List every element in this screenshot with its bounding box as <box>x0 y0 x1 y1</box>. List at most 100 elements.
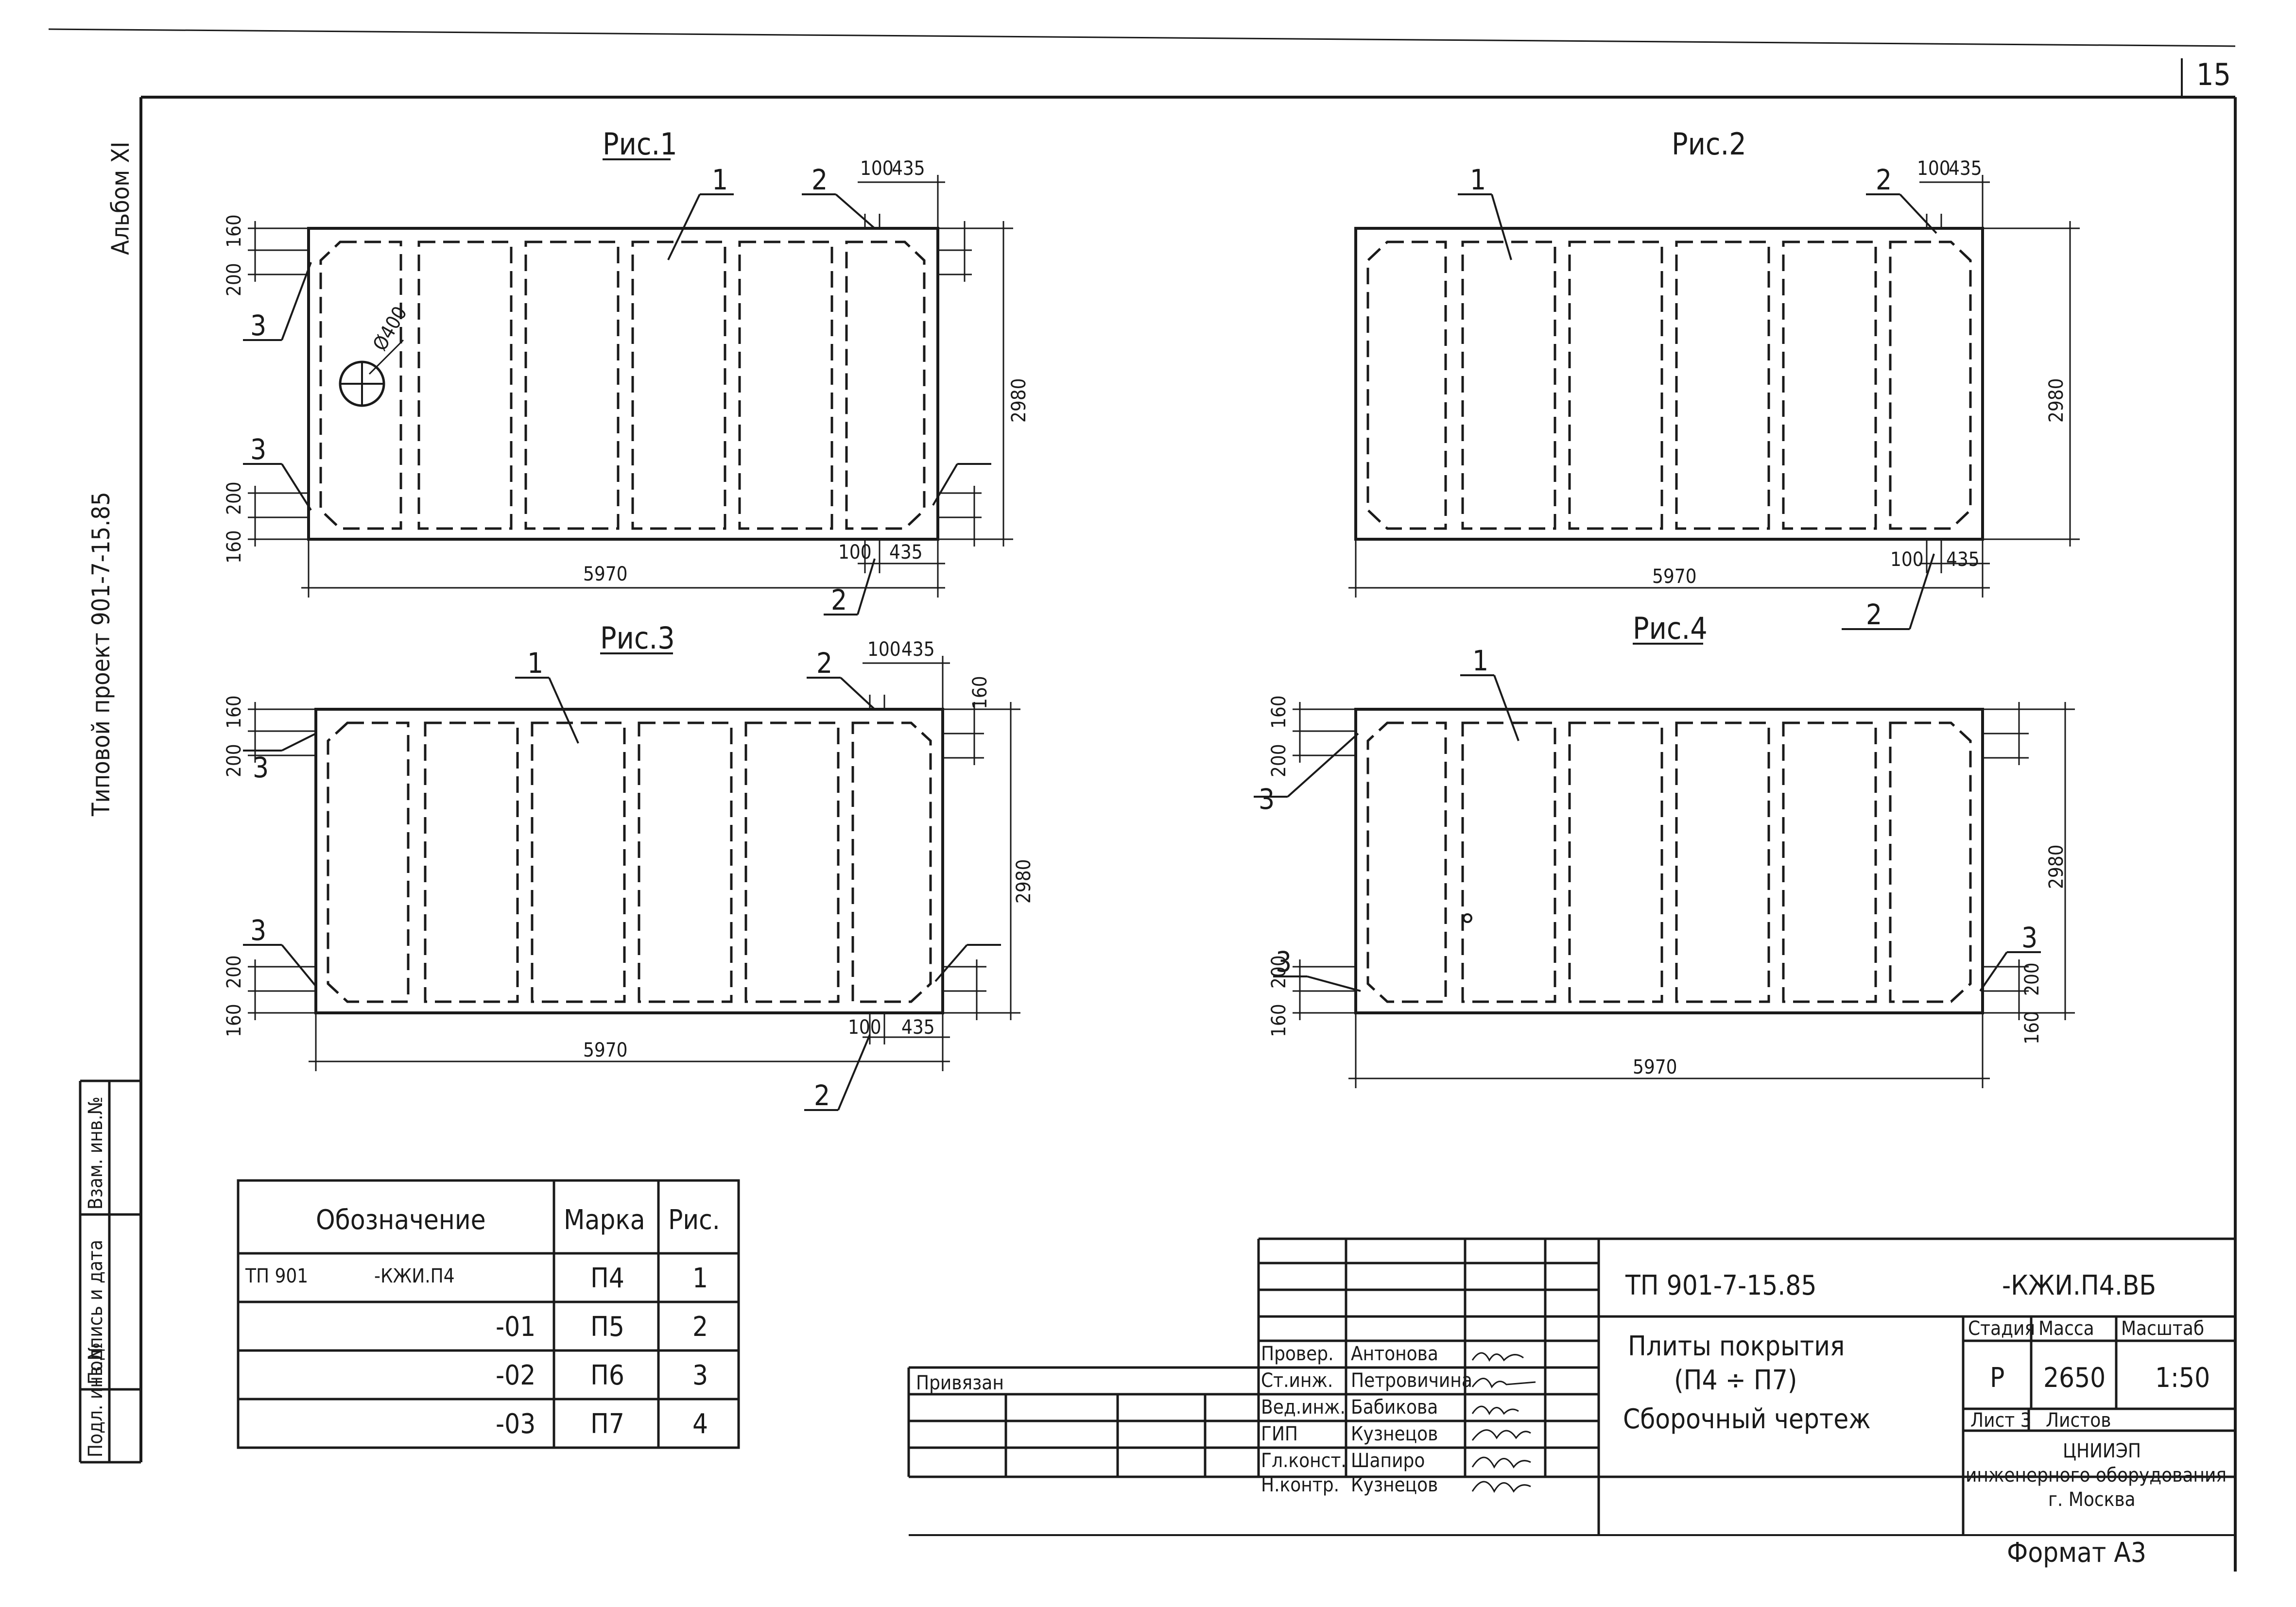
figure-3-callout-2: 2 <box>816 647 832 680</box>
role-4: ГИП <box>1261 1423 1298 1445</box>
figure-2-dim-435-bottom: 435 <box>1946 548 1980 571</box>
doc-code: ТП 901-7-15.85 <box>1625 1270 1816 1301</box>
spec-row-4-mark: П7 <box>590 1408 624 1440</box>
title-line-2: (П4 ÷ П7) <box>1674 1365 1797 1396</box>
figure-2-callout-1: 1 <box>1470 163 1486 196</box>
sheets-label: Листов <box>2046 1409 2111 1432</box>
stage-header: Стадия <box>1968 1317 2035 1340</box>
figure-2: Рис.2 5970 2980 100 435 <box>1348 126 2080 631</box>
spec-header-mark: Марка <box>564 1204 645 1236</box>
figure-4-callout-1: 1 <box>1472 644 1488 677</box>
figure-2-ribs <box>1366 240 1972 530</box>
table-row: -01 П5 2 <box>496 1311 708 1343</box>
figure-2-callout-2: 2 <box>1876 163 1892 196</box>
spec-row-2-fig: 2 <box>692 1311 708 1343</box>
figure-3-dim-160-low: 160 <box>223 1004 245 1037</box>
figure-4-title: Рис.4 <box>1633 611 1708 646</box>
figure-4-dim-160-right: 160 <box>2021 1011 2043 1044</box>
figure-2-callout-2-bottom: 2 <box>1866 598 1882 631</box>
figure-2-dim-100: 100 <box>1917 157 1951 180</box>
figure-1-dim-200-low: 200 <box>223 481 245 515</box>
spec-row-1-prefix: ТП 901 <box>245 1265 308 1287</box>
figure-2-height: 2980 <box>2045 378 2068 423</box>
figure-3-slab-outline <box>314 708 944 1014</box>
figure-4-callout-3-bottom: 3 <box>1276 945 1292 978</box>
spec-row-3-fig: 3 <box>692 1360 708 1391</box>
figure-4: Рис.4 <box>1254 611 2075 1088</box>
role-2: Ст.инж. <box>1261 1369 1333 1392</box>
figure-1-slab-outline <box>307 227 939 541</box>
figure-2-width: 5970 <box>1652 565 1697 588</box>
figure-4-dim-160-low: 160 <box>1268 1004 1290 1037</box>
title-line-1: Плиты покрытия <box>1628 1331 1845 1362</box>
figure-3-callout-2-bottom: 2 <box>814 1079 830 1112</box>
role-3: Вед.инж. <box>1261 1396 1346 1419</box>
role-1: Провер. <box>1261 1343 1334 1365</box>
spec-row-2-designation: -01 <box>496 1311 535 1343</box>
table-row: -02 П6 3 <box>496 1360 708 1391</box>
sheet-frame <box>48 28 2237 1572</box>
margin-stamp-box <box>79 1079 142 1464</box>
org-line-1: ЦНИИЭП <box>2063 1440 2141 1462</box>
figure-3-dim-lines <box>248 656 1020 1071</box>
figure-1-callout-2-bottom: 2 <box>831 583 847 616</box>
figure-1-leaders <box>243 193 991 615</box>
figure-3: Рис.3 <box>223 620 1035 1112</box>
figure-3-dim-200-low: 200 <box>223 955 245 989</box>
doc-suffix: -КЖИ.П4.ВБ <box>2002 1270 2156 1301</box>
figure-4-dim-200: 200 <box>1268 744 1290 777</box>
org-line-3: г. Москва <box>2048 1488 2136 1511</box>
figure-4-dim-lines <box>1293 702 2075 1088</box>
figure-4-dim-200-low: 200 <box>1268 955 1290 989</box>
org-line-2: инженерного оборудования <box>1966 1464 2227 1487</box>
spec-row-1-mark: П4 <box>590 1263 624 1294</box>
figure-3-callout-3-bottom: 3 <box>250 914 266 947</box>
figure-1-dim-200: 200 <box>223 263 245 296</box>
spec-table: Обозначение Марка Рис. ТП 901 -КЖИ.П4 П4… <box>237 1179 740 1449</box>
figure-3-height: 2980 <box>1013 859 1035 904</box>
figure-4-callout-3-right: 3 <box>2021 921 2037 954</box>
mass-header: Масса <box>2038 1317 2094 1340</box>
figure-2-dim-100-bottom: 100 <box>1890 548 1924 571</box>
scale-header: Масштаб <box>2121 1317 2204 1340</box>
album-label: Альбом XI <box>106 141 135 255</box>
figure-2-dim-435: 435 <box>1949 157 1982 180</box>
name-1: Антонова <box>1351 1343 1438 1365</box>
figure-3-dim-160: 160 <box>223 695 245 729</box>
title-block: Привязан Провер. Антонова Ст.инж. Петров… <box>907 1237 2235 1569</box>
figure-4-ribs <box>1366 721 1972 1003</box>
project-label: Типовой проект 901-7-15.85 <box>87 492 115 817</box>
page-number-box: 15 <box>2181 57 2231 97</box>
figure-1-callout-3-top: 3 <box>250 309 266 342</box>
figure-1-callout-1: 1 <box>712 163 728 196</box>
figure-2-title: Рис.2 <box>1672 126 1746 162</box>
bound-label: Привязан <box>916 1372 1004 1394</box>
figure-1-dim-160: 160 <box>223 214 245 248</box>
figure-1-dim-435-bottom: 435 <box>889 541 923 564</box>
figure-1-width: 5970 <box>583 563 628 585</box>
margin-col-original: Подл. инв.№ <box>85 1342 107 1457</box>
spec-row-3-mark: П6 <box>590 1360 624 1391</box>
figure-1-height: 2980 <box>1008 378 1030 423</box>
signatures <box>1471 1352 1536 1493</box>
figure-1-callout-3-bottom: 3 <box>250 433 266 466</box>
spec-row-4-fig: 4 <box>692 1408 708 1440</box>
figure-4-width: 5970 <box>1633 1056 1677 1078</box>
figure-1-ribs <box>319 240 926 530</box>
format-label: Формат А3 <box>2007 1537 2146 1569</box>
table-row: ТП 901 -КЖИ.П4 П4 1 <box>245 1263 708 1294</box>
figure-3-width: 5970 <box>583 1039 628 1061</box>
figure-2-dim-lines <box>1348 175 2080 598</box>
figure-3-callout-1: 1 <box>527 647 543 680</box>
figure-3-callout-3-top: 3 <box>253 751 269 784</box>
figure-3-dim-160-right: 160 <box>969 676 991 709</box>
spec-row-2-mark: П5 <box>590 1311 624 1343</box>
stage-value: Р <box>1990 1362 2004 1394</box>
figure-4-height: 2980 <box>2045 844 2068 889</box>
title-line-3: Сборочный чертеж <box>1623 1403 1871 1435</box>
figure-1-dim-435: 435 <box>892 157 925 180</box>
figure-1-title: Рис.1 <box>603 126 677 162</box>
figure-4-leaders <box>1254 674 2041 992</box>
